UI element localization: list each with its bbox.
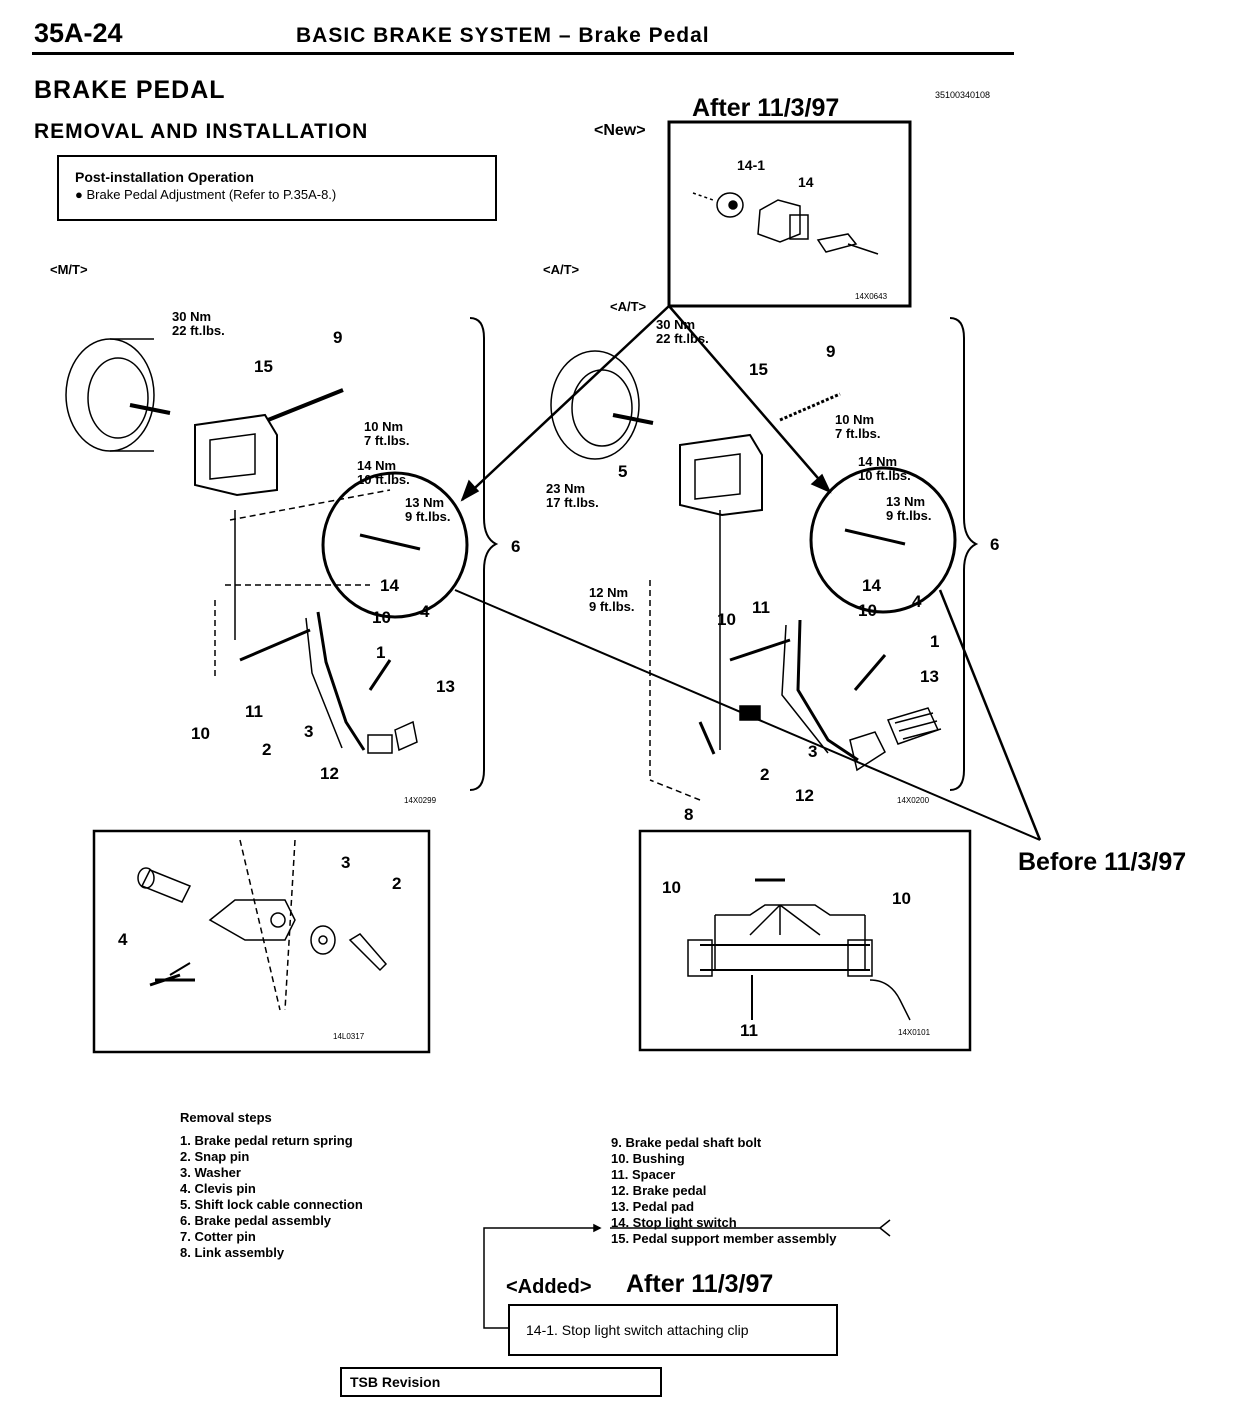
torque-label: 10 Nm 7 ft.lbs. xyxy=(364,419,410,449)
at-variant-small-label: <A/T> xyxy=(610,299,647,314)
removal-steps-right: 9. Brake pedal shaft bolt 10. Bushing 11… xyxy=(611,1135,836,1247)
part-label: 4 xyxy=(118,930,128,949)
part-label: 4 xyxy=(912,592,922,611)
part-label: 11 xyxy=(752,598,770,617)
part-label: 1 xyxy=(376,643,386,662)
tsb-revision-box: TSB Revision xyxy=(340,1367,662,1397)
removal-steps-title: Removal steps xyxy=(180,1110,272,1125)
part-label: 4 xyxy=(420,602,430,621)
part-label: 15 xyxy=(254,357,273,376)
post-installation-item: ● Brake Pedal Adjustment (Refer to P.35A… xyxy=(75,187,337,202)
figure-code: 14X0643 xyxy=(855,292,888,301)
torque-label: 13 Nm 9 ft.lbs. xyxy=(405,495,451,525)
new-inset-frame xyxy=(667,120,912,308)
switch-shape xyxy=(757,199,801,243)
page-number: 35A-24 xyxy=(34,18,123,48)
list-item: 11. Spacer xyxy=(611,1167,676,1182)
part-label: 11 xyxy=(740,1021,758,1040)
list-item: 10. Bushing xyxy=(611,1151,685,1166)
part-label: 14-1 xyxy=(737,157,766,173)
section-title: BRAKE PEDAL xyxy=(34,76,226,104)
figure-code: 14L0317 xyxy=(333,1032,365,1041)
list-item: 15. Pedal support member assembly xyxy=(611,1231,837,1246)
torque-label: 14 Nm 10 ft.lbs. xyxy=(858,454,911,484)
at-switch-circle xyxy=(809,466,957,614)
part-label: 14 xyxy=(798,174,814,190)
list-item: 6. Brake pedal assembly xyxy=(180,1213,332,1228)
list-item: 3. Washer xyxy=(180,1165,241,1180)
clip-shape xyxy=(716,192,744,218)
added-item-text: 14-1. Stop light switch attaching clip xyxy=(526,1322,749,1338)
part-label: 3 xyxy=(304,722,314,741)
mt-switch-circle xyxy=(321,471,469,619)
part-label: 13 xyxy=(920,667,939,686)
torque-label: 30 Nm 22 ft.lbs. xyxy=(172,309,225,339)
part-label: 10 xyxy=(372,608,391,627)
list-item: 14. Stop light switch xyxy=(611,1215,737,1230)
part-label: 2 xyxy=(262,740,272,759)
torque-label: 14 Nm 10 ft.lbs. xyxy=(357,458,410,488)
part-label: 8 xyxy=(684,805,694,824)
list-item: 7. Cotter pin xyxy=(180,1229,256,1244)
mt-variant-label: <M/T> xyxy=(50,262,88,277)
part-label: 11 xyxy=(245,702,263,721)
before-date-label: Before 11/3/97 xyxy=(1018,848,1187,876)
after-date-bottom: After 11/3/97 xyxy=(626,1270,774,1298)
list-item: 9. Brake pedal shaft bolt xyxy=(611,1135,762,1150)
part-label: 14 xyxy=(380,576,399,595)
list-item: 4. Clevis pin xyxy=(180,1181,256,1196)
figure-code: 14X0101 xyxy=(898,1028,931,1037)
part-label: 5 xyxy=(618,462,628,481)
at-variant-label: <A/T> xyxy=(543,262,580,277)
part-label: 10 xyxy=(858,601,877,620)
post-installation-box: Post-installation Operation ● Brake Peda… xyxy=(57,155,497,221)
list-item: 13. Pedal pad xyxy=(611,1199,695,1214)
detail-right-frame xyxy=(638,829,972,1052)
part-label: 12 xyxy=(320,764,339,783)
part-label: 6 xyxy=(990,535,1000,554)
list-item: 2. Snap pin xyxy=(180,1149,250,1164)
new-variant-label: <New> xyxy=(594,122,646,139)
list-item: 5. Shift lock cable connection xyxy=(180,1197,363,1212)
part-label: 15 xyxy=(749,360,768,379)
part-label: 3 xyxy=(808,742,818,761)
post-installation-title: Post-installation Operation xyxy=(75,169,254,185)
list-item: 12. Brake pedal xyxy=(611,1183,707,1198)
part-label: 1 xyxy=(930,632,940,651)
detail-left-frame xyxy=(92,829,431,1054)
torque-label: 30 Nm 22 ft.lbs. xyxy=(656,317,709,347)
part-label: 9 xyxy=(333,328,343,347)
page-header-title: BASIC BRAKE SYSTEM – Brake Pedal xyxy=(296,24,710,47)
document-code: 35100340108 xyxy=(935,90,991,100)
torque-label: 23 Nm 17 ft.lbs. xyxy=(546,481,599,511)
part-label: 10 xyxy=(892,889,911,908)
part-label: 12 xyxy=(795,786,814,805)
part-label: 10 xyxy=(717,610,736,629)
tsb-revision-label: TSB Revision xyxy=(350,1374,441,1390)
after-date-top: After 11/3/97 xyxy=(692,94,840,122)
removal-steps-left: 1. Brake pedal return spring 2. Snap pin… xyxy=(180,1133,363,1261)
part-label: 13 xyxy=(436,677,455,696)
figure-code: 14X0200 xyxy=(897,796,930,805)
part-label: 10 xyxy=(662,878,681,897)
part-label: 10 xyxy=(191,724,210,743)
added-item-box: 14-1. Stop light switch attaching clip xyxy=(508,1304,838,1356)
part-label: 6 xyxy=(511,537,521,556)
torque-label: 13 Nm 9 ft.lbs. xyxy=(886,494,932,524)
part-label: 2 xyxy=(760,765,770,784)
header-rule xyxy=(32,52,1014,55)
part-label: 3 xyxy=(341,853,351,872)
list-item: 1. Brake pedal return spring xyxy=(180,1133,353,1148)
part-label: 9 xyxy=(826,342,836,361)
list-item: 8. Link assembly xyxy=(180,1245,285,1260)
part-label: 2 xyxy=(392,874,402,893)
added-label: <Added> xyxy=(506,1276,592,1298)
figure-code: 14X0299 xyxy=(404,796,437,805)
part-label: 14 xyxy=(862,576,881,595)
torque-label: 10 Nm 7 ft.lbs. xyxy=(835,412,881,442)
section-subtitle: REMOVAL AND INSTALLATION xyxy=(34,120,369,143)
torque-label: 12 Nm 9 ft.lbs. xyxy=(589,585,635,615)
